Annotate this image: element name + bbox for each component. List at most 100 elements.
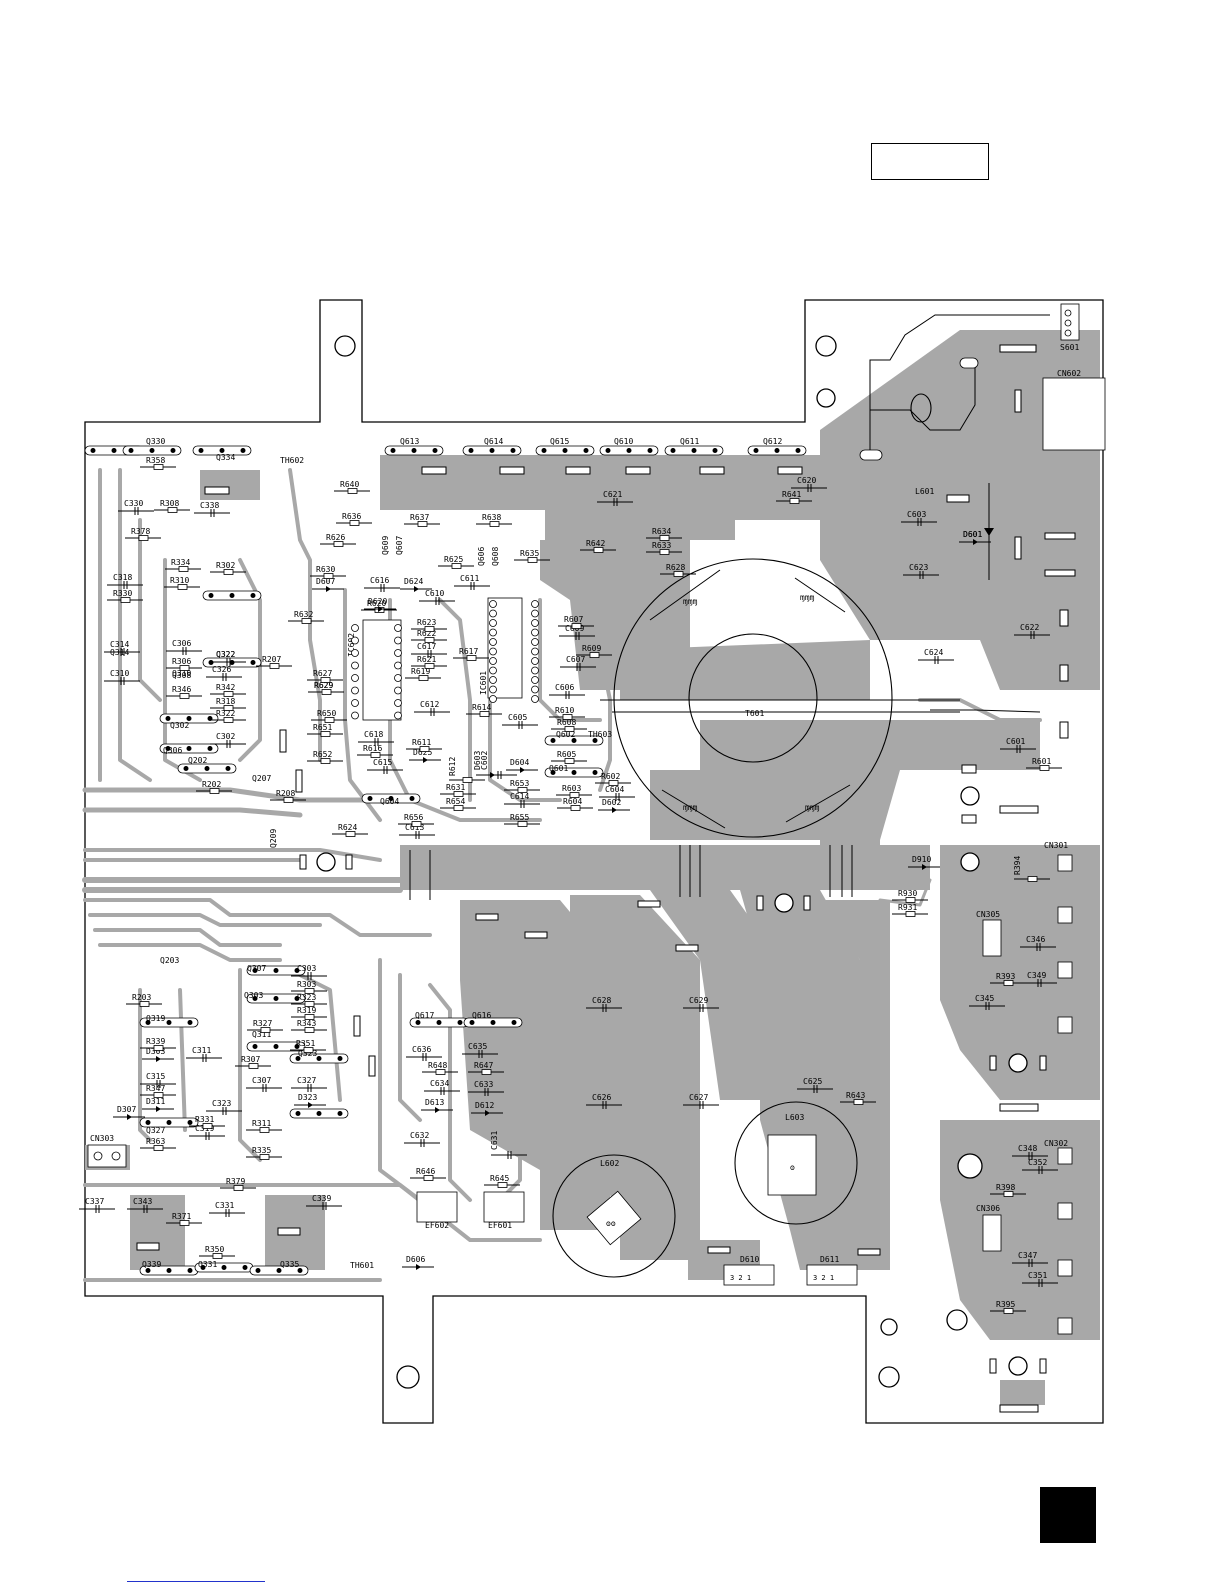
designator-r339: R339 <box>146 1037 165 1046</box>
designator-r645: R645 <box>490 1174 509 1183</box>
designator-r203: R203 <box>132 993 151 1002</box>
designator-r350: R350 <box>205 1245 224 1254</box>
svg-text:CN301: CN301 <box>1044 841 1068 850</box>
ic602: IC602 <box>347 619 402 721</box>
designator-c632: C632 <box>410 1131 429 1140</box>
designator-r616: R616 <box>363 744 382 753</box>
cn602: CN602 <box>1042 369 1106 451</box>
designator-th601: TH601 <box>350 1261 374 1270</box>
svg-text:CN303: CN303 <box>90 1134 114 1143</box>
designator-r931: R931 <box>898 903 917 912</box>
designator-r632: R632 <box>294 610 313 619</box>
designator-r655: R655 <box>510 813 529 822</box>
designator-r601: R601 <box>1032 757 1051 766</box>
svg-text:L603: L603 <box>785 1113 804 1122</box>
designator-c338: C338 <box>200 501 219 510</box>
svg-text:ɱɱɱ: ɱɱɱ <box>800 593 815 602</box>
svg-text:3 2 1: 3 2 1 <box>730 1274 751 1282</box>
designator-c634: C634 <box>430 1079 449 1088</box>
designator-r619: R619 <box>411 667 430 676</box>
designator-c343: C343 <box>133 1197 152 1206</box>
designator-r371: R371 <box>172 1212 191 1221</box>
designator-r630: R630 <box>316 565 335 574</box>
designator-r648: R648 <box>428 1061 447 1070</box>
designator-r650: R650 <box>317 709 336 718</box>
designator-c310: C310 <box>110 669 129 678</box>
designator-r379: R379 <box>226 1177 245 1186</box>
designator-q616: Q616 <box>472 1011 491 1020</box>
designator-c624: C624 <box>924 648 943 657</box>
designator-c311: C311 <box>192 1046 211 1055</box>
svg-text:ʘʘ: ʘʘ <box>606 1219 616 1228</box>
svg-text:IC601: IC601 <box>479 671 488 695</box>
designator-r642: R642 <box>586 539 605 548</box>
designator-r631: R631 <box>446 783 465 792</box>
ic601: IC601 <box>479 597 539 703</box>
designator-r633: R633 <box>652 541 671 550</box>
designator-r608: R608 <box>557 718 576 727</box>
designator-c347: C347 <box>1018 1251 1037 1260</box>
mounting-holes <box>316 335 1028 1389</box>
designator-r617: R617 <box>459 647 478 656</box>
designator-r351: R351 <box>296 1039 315 1048</box>
svg-text:ʘ: ʘ <box>790 1163 795 1172</box>
designator-c617: C617 <box>417 642 436 651</box>
designator-q604: Q604 <box>380 797 399 806</box>
designator-c621: C621 <box>603 490 622 499</box>
designator-q330: Q330 <box>146 437 165 446</box>
designator-th603: TH603 <box>588 730 612 739</box>
copper-pours <box>85 330 1100 1405</box>
designator-r307: R307 <box>241 1055 260 1064</box>
designator-c331: C331 <box>215 1201 234 1210</box>
designator-r620: R620 <box>367 599 386 608</box>
footer-link[interactable] <box>127 1581 265 1582</box>
designator-q606: Q606 <box>477 547 486 566</box>
designator-r393: R393 <box>996 972 1015 981</box>
designator-d624: D624 <box>404 577 423 586</box>
designator-r624: R624 <box>338 823 357 832</box>
designator-r626: R626 <box>326 533 345 542</box>
designator-q610: Q610 <box>614 437 633 446</box>
designator-c620: C620 <box>797 476 816 485</box>
designator-r629: R629 <box>314 681 333 690</box>
designator-r656: R656 <box>404 813 423 822</box>
designator-d323: D323 <box>298 1093 317 1102</box>
designator-c349: C349 <box>1027 971 1046 980</box>
svg-text:T601: T601 <box>745 709 764 718</box>
designator-c605: C605 <box>508 713 527 722</box>
designator-r303: R303 <box>297 980 316 989</box>
designator-c306: C306 <box>172 639 191 648</box>
designator-c314: C314 <box>110 640 129 649</box>
designator-r653: R653 <box>510 779 529 788</box>
designator-c613: C613 <box>405 823 424 832</box>
designator-q308: Q308 <box>172 671 191 680</box>
designator-c337: C337 <box>85 1197 104 1206</box>
label-box <box>871 143 989 180</box>
designator-q617: Q617 <box>415 1011 434 1020</box>
designator-d613: D613 <box>425 1098 444 1107</box>
designator-c348: C348 <box>1018 1144 1037 1153</box>
page-tab <box>1040 1487 1096 1543</box>
designator-r398: R398 <box>996 1183 1015 1192</box>
designator-r347: R347 <box>146 1084 165 1093</box>
designator-r637: R637 <box>410 513 429 522</box>
designator-c625: C625 <box>803 1077 822 1086</box>
transistor-row-top <box>84 445 807 1276</box>
designator-r378: R378 <box>131 527 150 536</box>
designator-c602: C602 <box>480 751 489 770</box>
designator-d612: D612 <box>475 1101 494 1110</box>
ef602-ef601: EF602 EF601 <box>416 1191 525 1230</box>
designator-r322: R322 <box>216 709 235 718</box>
designator-q311: Q311 <box>252 1030 271 1039</box>
designator-r306: R306 <box>172 657 191 666</box>
designator-r330: R330 <box>113 589 132 598</box>
designator-r343: R343 <box>297 1019 316 1028</box>
designator-r358: R358 <box>146 456 165 465</box>
designator-d625: D625 <box>413 748 432 757</box>
designator-r654: R654 <box>446 797 465 806</box>
svg-text:IC602: IC602 <box>347 633 356 657</box>
svg-text:EF602: EF602 <box>425 1221 449 1230</box>
designator-c627: C627 <box>689 1093 708 1102</box>
